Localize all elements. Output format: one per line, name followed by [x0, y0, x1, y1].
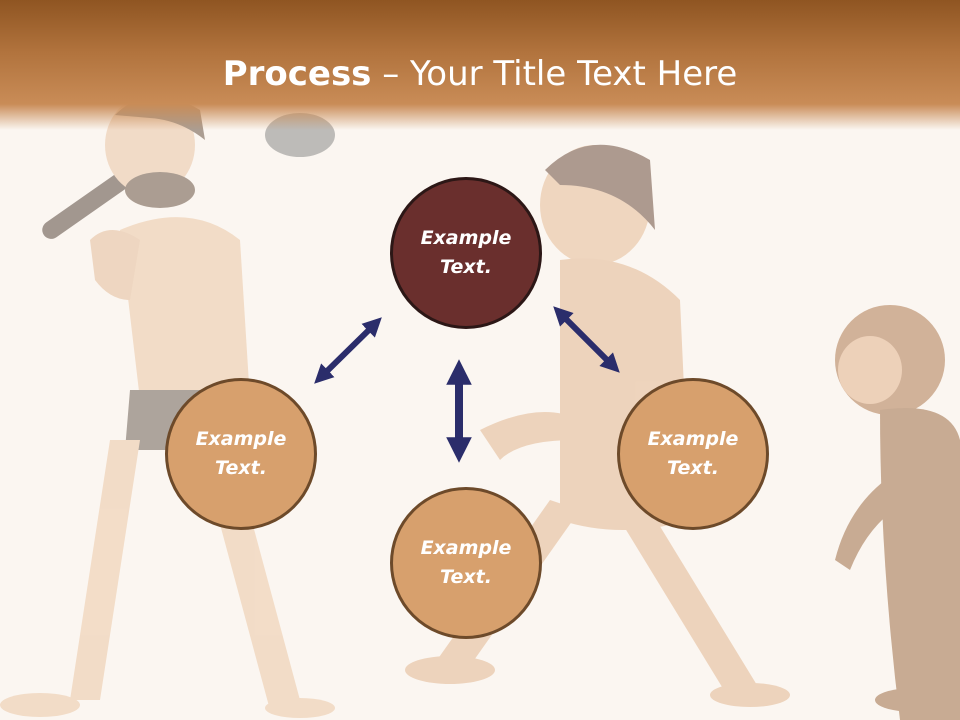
circle-bottom-line1: Example — [420, 537, 512, 559]
ape-figure — [835, 305, 960, 720]
circle-right: Example Text. — [617, 378, 769, 530]
circle-top-line2: Text. — [440, 256, 492, 278]
circle-bottom: Example Text. — [390, 487, 542, 639]
title-banner — [0, 0, 960, 130]
circle-right-line2: Text. — [667, 457, 719, 479]
circle-right-line1: Example — [647, 428, 739, 450]
circle-left-line1: Example — [195, 428, 287, 450]
title-bold-part: Process — [222, 54, 372, 94]
circle-top-line1: Example — [420, 227, 512, 249]
circle-bottom-line2: Text. — [440, 566, 492, 588]
circle-left: Example Text. — [165, 378, 317, 530]
slide-title: Process – Your Title Text Here — [0, 52, 960, 96]
circle-top: Example Text. — [390, 177, 542, 329]
title-rest-part: – Your Title Text Here — [371, 54, 738, 94]
circle-left-line2: Text. — [215, 457, 267, 479]
